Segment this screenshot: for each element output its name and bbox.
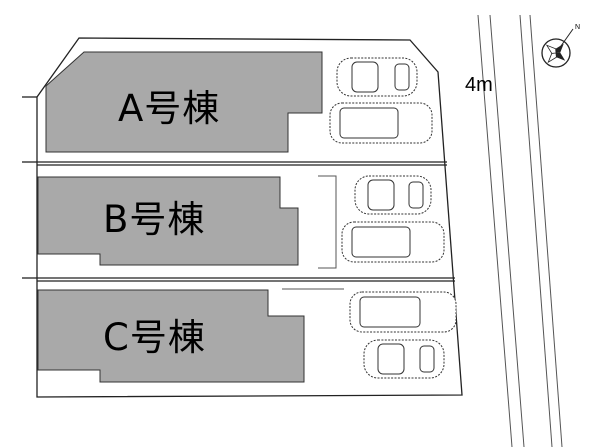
road-edge-left <box>477 14 513 447</box>
car-b-van <box>341 221 445 263</box>
car-b-small-roof <box>367 179 395 211</box>
building-b-parking-outline <box>318 175 337 269</box>
compass-north-label: N <box>575 24 580 31</box>
car-c-small-roof <box>377 343 405 375</box>
car-a-small-roof <box>351 61 379 93</box>
building-a: A号棟 <box>45 51 323 153</box>
road-edge-left-inner <box>489 14 525 447</box>
car-b-van-body <box>341 221 445 263</box>
compass-needle-east <box>556 52 566 61</box>
building-a-label: A号棟 <box>118 87 220 130</box>
building-c: C号棟 <box>37 288 344 383</box>
car-a-small <box>336 57 418 97</box>
car-a-van-body <box>329 102 433 144</box>
building-b-label: B号棟 <box>103 198 205 241</box>
car-a-small-body <box>336 57 418 97</box>
car-c-van-roof <box>359 296 421 328</box>
car-c-small <box>363 339 445 379</box>
building-c-label: C号棟 <box>103 316 206 359</box>
car-b-small-body <box>354 175 432 215</box>
compass-ring <box>541 38 571 68</box>
building-a-footprint <box>45 51 323 153</box>
car-a-van <box>329 102 433 144</box>
road-edge-right <box>519 14 553 447</box>
car-b-small-windshield <box>408 181 424 209</box>
car-c-small-windshield <box>419 345 435 373</box>
building-c-footprint <box>37 289 305 383</box>
building-b: B号棟 <box>37 175 337 269</box>
car-c-van-body <box>349 291 457 333</box>
road-width-label: 4m <box>465 74 493 96</box>
compass-north-line <box>555 28 574 54</box>
car-b-van-roof <box>351 226 411 258</box>
building-b-footprint <box>37 176 299 266</box>
road-edge-right-inner <box>529 14 563 447</box>
car-b-small <box>354 175 432 215</box>
compass-rose-icon: N <box>541 24 580 68</box>
car-c-van <box>349 291 457 333</box>
car-a-small-windshield <box>394 63 410 91</box>
road <box>477 14 563 447</box>
car-a-van-roof <box>339 107 399 139</box>
